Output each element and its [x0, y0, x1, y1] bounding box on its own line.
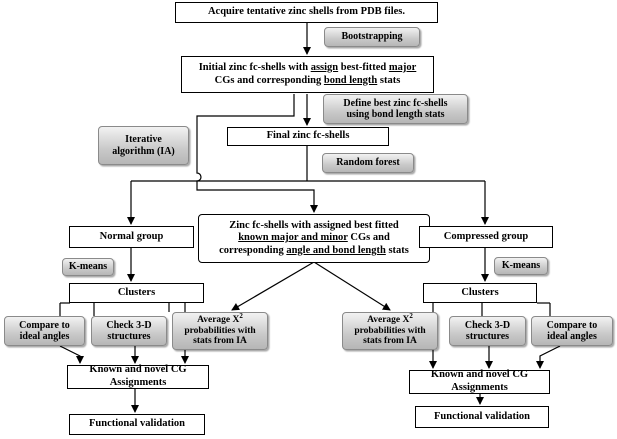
initial-text-1b: best-fitted [338, 61, 389, 73]
normal-group-box: Normal group [69, 226, 194, 248]
compare-angles-left-label: Compare to ideal angles [4, 316, 85, 346]
assignments-right-box: Known and novel CG Assignments [409, 369, 550, 394]
arrow-center-to-avg-left [231, 261, 315, 311]
final-shells-box: Final zinc fc-shells [227, 127, 389, 146]
center-text-2b: CGs and [347, 232, 390, 244]
center-text-known: known major and minor [238, 232, 348, 244]
avg-left-text-3: stats from IA [193, 336, 247, 347]
initial-text-bond: bond length [323, 74, 378, 86]
center-text-3a: corresponding [219, 244, 287, 256]
functional-validation-right-box: Functional validation [415, 406, 549, 428]
define-shells-label: Define best zinc fc-shells using bond le… [323, 94, 468, 124]
avg-right-text-3: stats from IA [363, 336, 417, 347]
kmeans-right-text: K-means [501, 260, 541, 272]
check-3d-left-label: Check 3-D structures [91, 316, 167, 346]
center-assigned-box: Zinc fc-shells with assigned best fitted… [198, 214, 430, 263]
initial-text-2a: CGs and corresponding [214, 74, 324, 86]
check-left-text-1: Check 3-D [106, 319, 152, 331]
assignments-left-box: Known and novel CG Assignments [67, 364, 209, 389]
compare-angles-right-label: Compare to ideal angles [531, 316, 613, 346]
center-text-angle: angle and bond length [286, 244, 386, 256]
clusters-left-box: Clusters [69, 283, 204, 303]
assignments-left-text-2: Assignments [109, 377, 167, 388]
avg-left-text-1: Average X [197, 314, 240, 325]
initial-text-1a: Initial zinc fc-shells with [198, 61, 311, 73]
acquire-box: Acquire tentative zinc shells from PDB f… [175, 2, 438, 23]
compare-left-text-2: ideal angles [19, 331, 70, 342]
initial-text-major: major [388, 61, 417, 73]
final-text: Final zinc fc-shells [266, 130, 350, 142]
center-text-1: Zinc fc-shells with assigned best fitted [229, 219, 399, 231]
compare-right-text-2: ideal angles [547, 331, 597, 342]
check-left-text-2: structures [107, 331, 151, 342]
clusters-right-text: Clusters [461, 286, 499, 298]
avg-left-text-2: probabilities with [184, 325, 256, 336]
assignments-left-text-1: Known and novel CG [89, 364, 187, 376]
arrow-initial-to-center [196, 94, 318, 213]
assignments-right-text-1: Known and novel CG [430, 369, 529, 381]
average-chi-left-label: Average X2 probabilities with stats from… [172, 312, 268, 350]
iterative-text-1: Iterative [125, 134, 162, 145]
iterative-algorithm-label: Iterative algorithm (IA) [98, 126, 189, 165]
initial-text-2b: stats [377, 74, 401, 86]
bootstrapping-text: Bootstrapping [341, 31, 403, 43]
random-forest-text: Random forest [336, 157, 400, 169]
assignments-right-text-2: Assignments [451, 382, 508, 393]
compare-right-text-1: Compare to [546, 319, 598, 331]
avg-left-sup: 2 [239, 311, 243, 320]
kmeans-right-label: K-means [494, 257, 548, 275]
define-text-2: using bond length stats [346, 109, 445, 120]
initial-text-assign: assign [310, 61, 339, 73]
iterative-text-2: algorithm (IA) [112, 145, 175, 157]
acquire-text: Acquire tentative zinc shells from PDB f… [207, 6, 406, 18]
avg-right-text-1: Average X [367, 314, 410, 325]
functional-left-text: Functional validation [89, 418, 185, 430]
functional-validation-left-box: Functional validation [69, 414, 205, 435]
random-forest-label: Random forest [322, 153, 414, 173]
initial-shells-box: Initial zinc fc-shells with assign best-… [181, 56, 434, 93]
functional-right-text: Functional validation [434, 410, 530, 422]
avg-right-text-2: probabilities with [354, 325, 426, 336]
clusters-left-text: Clusters [117, 286, 156, 298]
compressed-group-box: Compressed group [419, 226, 553, 248]
check-3d-right-label: Check 3-D structures [449, 316, 526, 346]
check-right-text-2: structures [465, 331, 510, 342]
kmeans-left-label: K-means [62, 258, 114, 276]
compressed-group-text: Compressed group [443, 230, 529, 242]
normal-group-text: Normal group [99, 230, 164, 242]
define-text-1: Define best zinc fc-shells [343, 97, 448, 109]
bootstrapping-label: Bootstrapping [324, 27, 420, 47]
arrow-center-to-avg-right [313, 261, 391, 311]
kmeans-left-text: K-means [68, 261, 108, 273]
avg-right-sup: 2 [409, 311, 413, 320]
clusters-right-box: Clusters [423, 283, 537, 303]
center-text-3b: stats [385, 244, 409, 256]
average-chi-right-label: Average X2 probabilities with stats from… [342, 312, 438, 350]
compare-left-text-1: Compare to [19, 319, 70, 331]
check-right-text-1: Check 3-D [464, 319, 511, 331]
